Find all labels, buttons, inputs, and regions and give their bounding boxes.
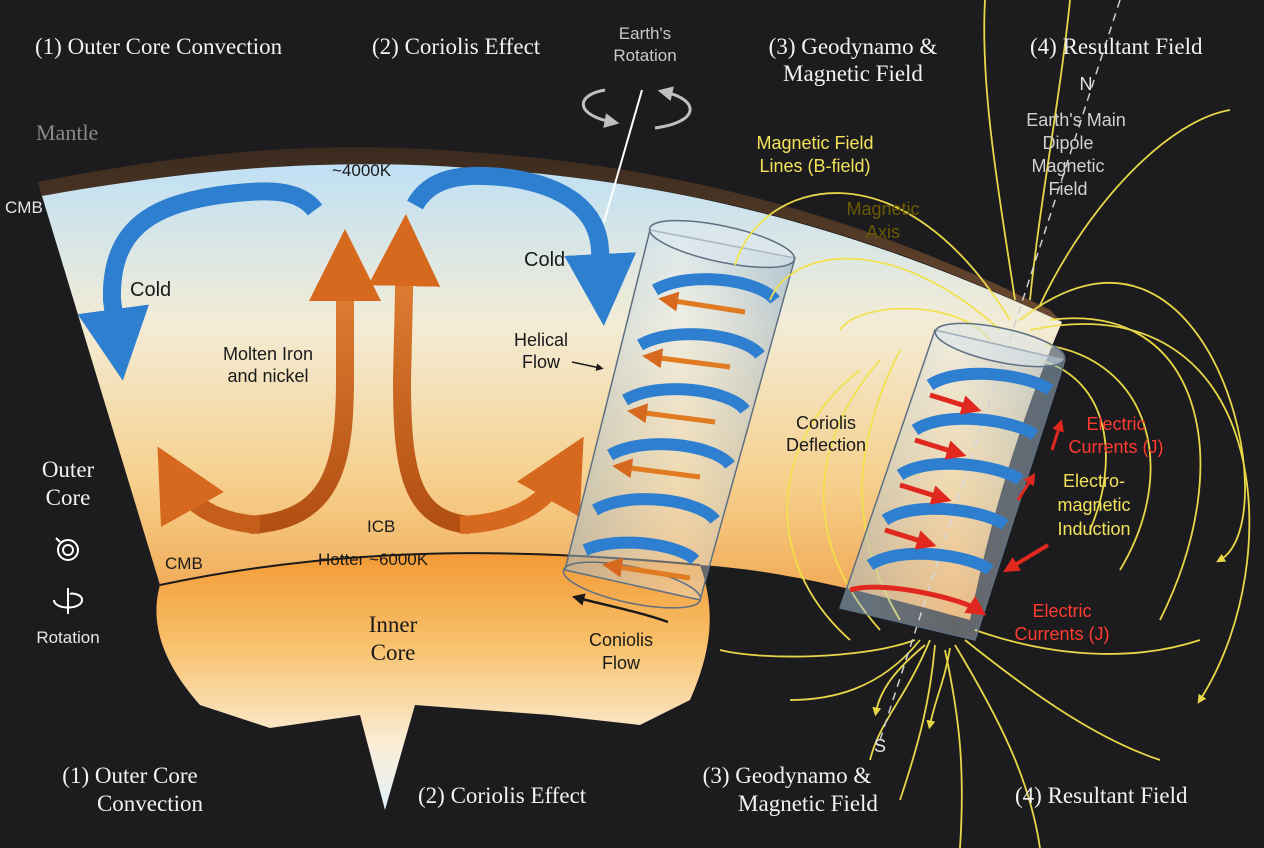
cold-label-left: Cold [130,279,171,301]
inner-core-label-line2: Core [371,640,416,665]
earth-rotation-label-line2: Rotation [613,46,676,65]
cold-label-right: Cold [524,249,565,271]
dipole-label-line1: Earth's Main [1026,110,1125,130]
heading-bottom-4: (4) Resultant Field [1015,783,1188,808]
induction-arrow-up [1016,472,1036,501]
heading-top-3-line2: Magnetic Field [783,61,923,86]
coriolis-flow-arrow [571,593,669,624]
magnetic-axis-label-line2: Axis [866,222,900,242]
outer-core-label-line1: Outer [42,457,95,482]
cold-flow-arrow-right [407,166,637,326]
earth-rotation-label-line1: Earth's [619,24,671,43]
inner-core-label-line1: Inner [369,612,418,637]
helical-flow-label-line2: Flow [522,352,561,372]
heading-top-3-line1: (3) Geodynamo & [769,34,938,59]
cold-flow-arrow-left [77,182,323,381]
rotation-axis-icon [53,588,84,614]
heading-top-4: (4) Resultant Field [1030,34,1203,59]
magnetic-axis-label-line1: Magnetic [846,199,919,219]
heading-top-1: (1) Outer Core Convection [35,34,283,59]
molten-label-line2: and nickel [227,366,308,386]
field-lines-label-line1: Magnetic Field [756,133,873,153]
current-arrow-top [1050,419,1064,451]
temperature-top-label: ~4000K [332,161,392,180]
geodynamo-column [839,322,1066,641]
rotation-label: Rotation [36,628,99,647]
coriolis-deflection-label-line2: Deflection [786,435,866,455]
molten-label-line1: Molten Iron [223,344,313,364]
induction-label-line3: Induction [1057,519,1130,539]
coriolis-flow-label-line1: Coniolis [589,630,653,650]
heading-bottom-3-line1: (3) Geodynamo & [703,763,872,788]
north-pole-label: N [1080,74,1093,94]
rotation-cycle-icon [55,537,79,561]
cmb-label-top: CMB [5,198,43,217]
cmb-label-bottom: CMB [165,554,203,573]
currents-top-label-line1: Electric [1086,414,1145,434]
hotter-label: Hotter ~6000K [318,550,429,569]
helical-flow-label-line1: Helical [514,330,568,350]
heading-bottom-2: (2) Coriolis Effect [418,783,587,808]
heading-bottom-1-line1: (1) Outer Core [62,763,197,788]
earth-rotation-axis [603,89,643,223]
magnetic-field-lines [719,0,1251,848]
field-lines-label-line2: Lines (B-field) [759,156,870,176]
induction-arrow-down [1003,543,1050,573]
hot-flow-arrow-right-out [459,436,584,534]
mantle-layer [38,147,1062,322]
hot-flow-arrow-left-up [249,229,381,534]
hot-flow-arrow-right-up [368,214,472,534]
currents-bottom-label-line1: Electric [1032,601,1091,621]
currents-bottom-label-line2: Currents (J) [1014,624,1109,644]
induction-label-line1: Electro- [1063,471,1125,491]
south-pole-label: S [874,736,886,756]
heading-bottom-1-line2: Convection [97,791,204,816]
mantle-label: Mantle [36,120,98,145]
heading-top-2: (2) Coriolis Effect [372,34,541,59]
earth-rotation-icon-right [654,86,692,130]
helical-flow-column [562,219,796,609]
dipole-label-line2: Dipole [1042,133,1093,153]
currents-top-label-line2: Currents (J) [1068,437,1163,457]
earth-rotation-icon [581,88,620,128]
inner-core-region [156,553,710,810]
induction-label-line2: magnetic [1057,495,1130,515]
icb-label: ICB [367,517,395,536]
dipole-label-line3: Magnetic [1031,156,1104,176]
outer-core-label-line2: Core [46,485,91,510]
coriolis-deflection-label-line1: Coriolis [796,413,856,433]
coriolis-flow-label-line2: Flow [602,653,641,673]
helical-flow-pointer [571,361,604,371]
hot-flow-arrow-left-down [157,446,261,534]
heading-bottom-3-line2: Magnetic Field [738,791,878,816]
dipole-label-line4: Field [1048,179,1087,199]
